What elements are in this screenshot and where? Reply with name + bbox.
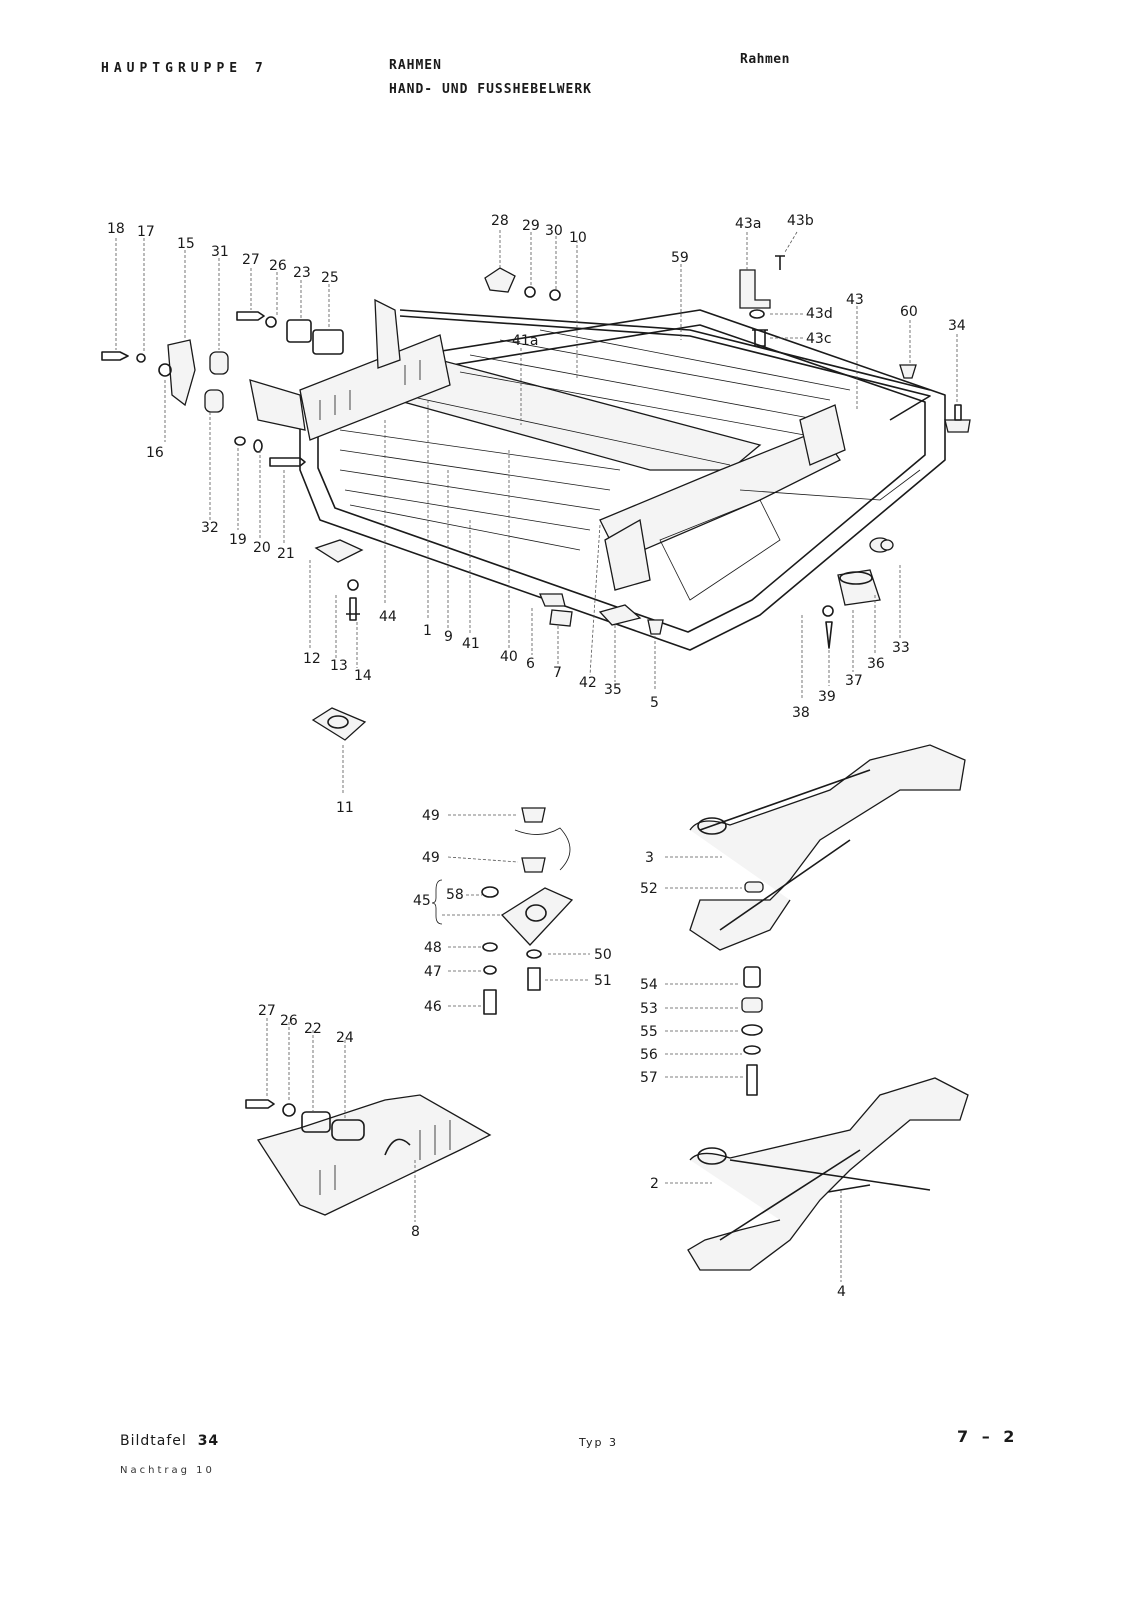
- type-label: Typ 3: [579, 1436, 618, 1449]
- callout-19: 19: [229, 532, 247, 548]
- rear-hardware-group: [539, 537, 894, 649]
- callout-59: 59: [671, 250, 689, 266]
- callout-41a: 41a: [512, 333, 538, 349]
- callout-37: 37: [845, 673, 863, 689]
- callout-26-lower: 26: [280, 1013, 298, 1029]
- callout-1: 1: [423, 623, 432, 639]
- header-title-frame: RAHMEN: [389, 58, 442, 73]
- callout-11: 11: [336, 800, 354, 816]
- callout-50: 50: [594, 947, 612, 963]
- callout-25: 25: [321, 270, 339, 286]
- callout-60: 60: [900, 304, 918, 320]
- callout-3: 3: [645, 850, 654, 866]
- callout-43: 43: [846, 292, 864, 308]
- front-hardware-group: [101, 311, 367, 741]
- page-reference: 7 – 2: [957, 1427, 1019, 1446]
- bracket-45: [431, 879, 443, 925]
- callout-43b: 43b: [787, 213, 814, 229]
- callout-27: 27: [242, 252, 260, 268]
- callout-12: 12: [303, 651, 321, 667]
- plate-number: 34: [197, 1433, 220, 1449]
- callout-36: 36: [867, 656, 885, 672]
- callout-24: 24: [336, 1030, 354, 1046]
- callout-43a: 43a: [735, 216, 761, 232]
- callout-38: 38: [792, 705, 810, 721]
- bushing-stack: [741, 966, 763, 1096]
- callout-55: 55: [640, 1024, 658, 1040]
- front-axle-beam: [689, 744, 966, 951]
- callout-58: 58: [446, 887, 464, 903]
- callout-45: 45: [413, 893, 431, 909]
- callout-23: 23: [293, 265, 311, 281]
- callout-27-lower: 27: [258, 1003, 276, 1019]
- header-section-label: Rahmen: [740, 52, 790, 67]
- callout-49-lower: 49: [422, 850, 440, 866]
- callout-47: 47: [424, 964, 442, 980]
- callout-labels: 18 17 15 31 27 26 23 25 28 29 30 10 59 4…: [107, 213, 966, 1300]
- supplement-label: Nachtrag 10: [120, 1465, 215, 1476]
- callout-34: 34: [948, 318, 966, 334]
- callout-48: 48: [424, 940, 442, 956]
- callout-8: 8: [411, 1224, 420, 1240]
- rear-axle-beam: [687, 1077, 969, 1271]
- callout-39: 39: [818, 689, 836, 705]
- floor-pan-frame: [249, 298, 946, 651]
- header-title-levers: HAND- UND FUSSHEBELWERK: [389, 82, 593, 97]
- front-cross-member: [245, 1094, 492, 1216]
- top-hardware-group: [484, 255, 971, 433]
- callout-32: 32: [201, 520, 219, 536]
- callout-53: 53: [640, 1001, 658, 1017]
- callout-57: 57: [640, 1070, 658, 1086]
- callout-13: 13: [330, 658, 348, 674]
- callout-52: 52: [640, 881, 658, 897]
- callout-51: 51: [594, 973, 612, 989]
- callout-46: 46: [424, 999, 442, 1015]
- callout-42: 42: [579, 675, 597, 691]
- callout-56: 56: [640, 1047, 658, 1063]
- callout-35: 35: [604, 682, 622, 698]
- callout-4: 4: [837, 1284, 846, 1300]
- callout-29: 29: [522, 218, 540, 234]
- callout-33: 33: [892, 640, 910, 656]
- callout-28: 28: [491, 213, 509, 229]
- callout-41: 41: [462, 636, 480, 652]
- callout-18: 18: [107, 221, 125, 237]
- callout-40: 40: [500, 649, 518, 665]
- callout-20: 20: [253, 540, 271, 556]
- callout-16: 16: [146, 445, 164, 461]
- callout-49-upper: 49: [422, 808, 440, 824]
- callout-6: 6: [526, 656, 535, 672]
- callout-5: 5: [650, 695, 659, 711]
- callout-7: 7: [553, 665, 562, 681]
- callout-22: 22: [304, 1021, 322, 1037]
- plate-label: Bildtafel 34: [120, 1433, 219, 1449]
- leader-lines: [115, 230, 958, 1282]
- callout-54: 54: [640, 977, 658, 993]
- plate-prefix: Bildtafel: [120, 1433, 187, 1449]
- mounting-plate-group: [481, 807, 574, 1015]
- callout-44: 44: [379, 609, 397, 625]
- header-group-label: HAUPTGRUPPE 7: [101, 61, 268, 76]
- callout-30: 30: [545, 223, 563, 239]
- callout-43d: 43d: [806, 306, 833, 322]
- callout-26: 26: [269, 258, 287, 274]
- callout-31: 31: [211, 244, 229, 260]
- callout-10: 10: [569, 230, 587, 246]
- callout-9: 9: [444, 629, 453, 645]
- callout-2: 2: [650, 1176, 659, 1192]
- callout-14: 14: [354, 668, 372, 684]
- callout-21: 21: [277, 546, 295, 562]
- callout-17: 17: [137, 224, 155, 240]
- callout-43c: 43c: [806, 331, 832, 347]
- callout-15: 15: [177, 236, 195, 252]
